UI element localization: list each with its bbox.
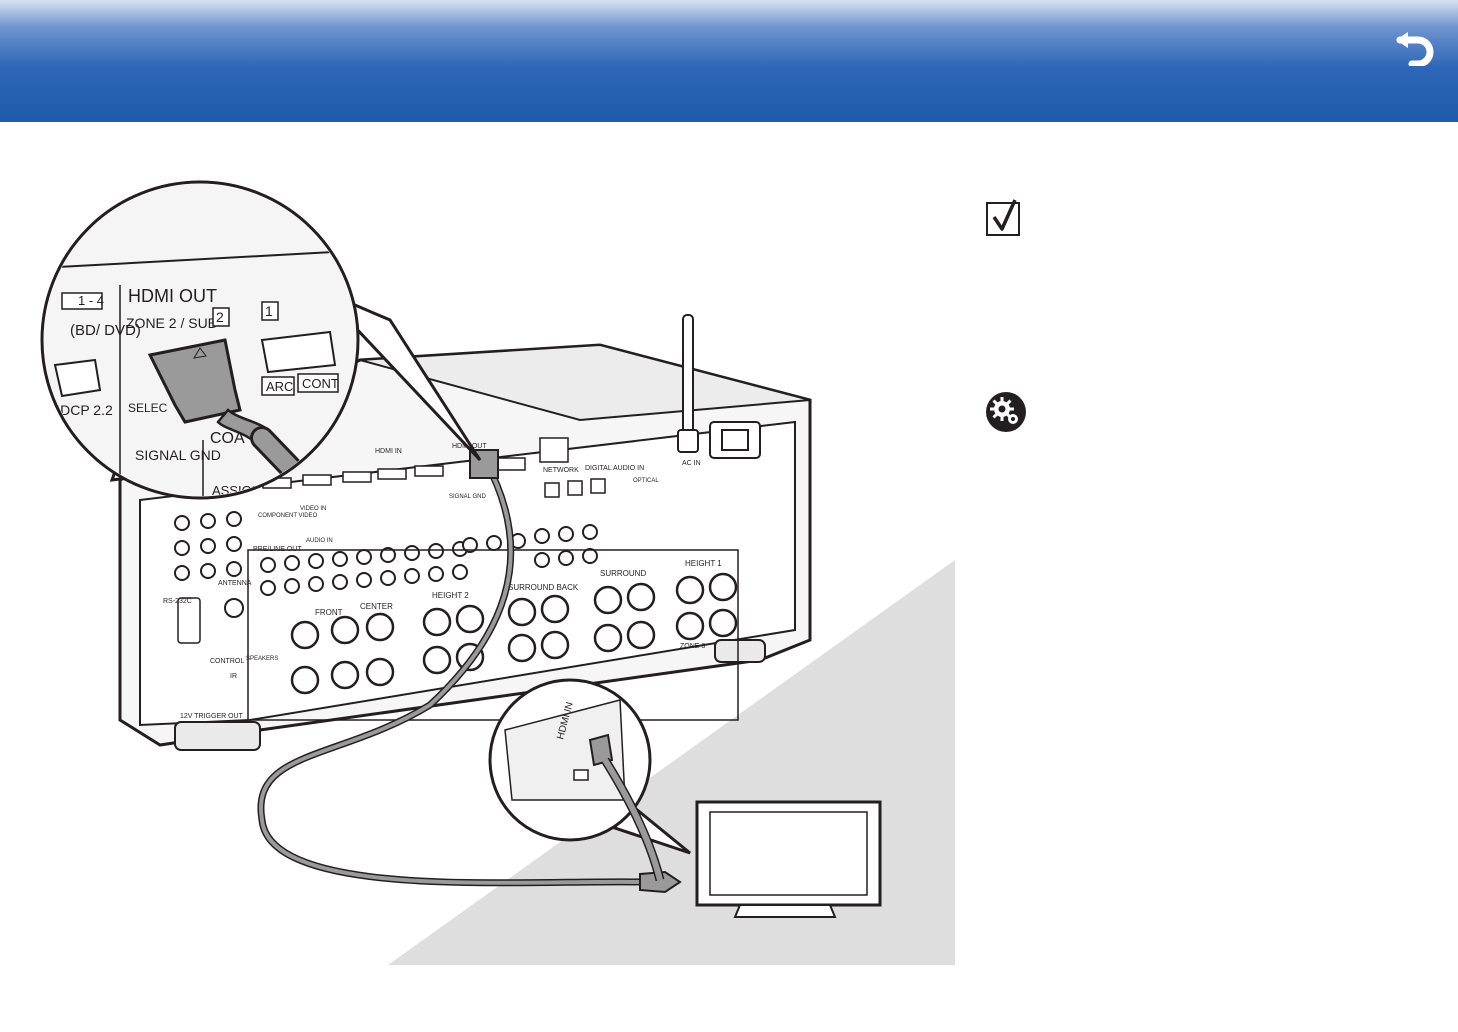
ir-label: IR — [230, 673, 237, 680]
digital-audio-in-label: DIGITAL AUDIO IN — [585, 465, 644, 472]
zoom-port2-label: 2 — [216, 309, 224, 325]
ac-in-label: AC IN — [682, 460, 701, 467]
tv-hdmi-zoom-callout: HDMI IN — [488, 678, 691, 882]
hdmi-connection-diagram: AC IN HDMI IN HDMI OUT NETWORK DIGITAL A… — [40, 180, 955, 965]
page-header — [0, 0, 1458, 122]
preline-out-label: PRE/LINE OUT — [253, 546, 302, 553]
speakers-label: SPEAKERS — [246, 656, 278, 662]
zoom-port1-label: 1 — [265, 303, 273, 319]
video-in-label: VIDEO IN — [300, 506, 326, 512]
checkbox-tick-icon — [986, 199, 1020, 236]
surround-back-label: SURROUND BACK — [508, 583, 579, 592]
settings-gear-icon — [986, 392, 1026, 432]
center-label: CENTER — [360, 602, 393, 611]
antenna-label: ANTENNA — [218, 580, 252, 587]
signal-gnd-small-label: SIGNAL GND — [449, 494, 486, 500]
zoom-arc-label: ARC — [266, 379, 293, 394]
surround-label: SURROUND — [600, 569, 646, 578]
zoom-signal-gnd-label: SIGNAL GND — [135, 447, 221, 463]
zoom-hdcp-label: HDCP 2.2 — [50, 402, 113, 418]
rs232c-label: RS-232C — [163, 598, 192, 605]
height1-label: HEIGHT 1 — [685, 559, 722, 568]
return-arrow-icon[interactable] — [1386, 22, 1438, 66]
height2-label: HEIGHT 2 — [432, 591, 469, 600]
zoom-bd-dvd-label: (BD/ DVD) — [70, 322, 141, 339]
optical-label: OPTICAL — [633, 478, 659, 484]
zoom-coax-label: COA — [210, 430, 245, 447]
component-video-label: COMPONENT VIDEO — [258, 513, 318, 519]
zoom-assign-range: 1 - 4 — [78, 293, 104, 308]
television — [695, 800, 882, 918]
zoom-cont-label: CONT — [302, 376, 339, 391]
zoom-hdmi-out-label: HDMI OUT — [128, 286, 217, 306]
zoom-select-label: SELEC — [128, 401, 168, 415]
network-label: NETWORK — [543, 467, 579, 474]
hdmi-in-label: HDMI IN — [375, 448, 402, 455]
control-label: CONTROL — [210, 658, 244, 665]
zoom-zone2-sub-label: ZONE 2 / SUB — [126, 315, 217, 331]
front-label: FRONT — [315, 608, 343, 617]
audio-in-label: AUDIO IN — [306, 538, 333, 544]
trigger-out-label: 12V TRIGGER OUT — [180, 713, 244, 720]
zone3-label: ZONE 3 — [680, 643, 705, 650]
